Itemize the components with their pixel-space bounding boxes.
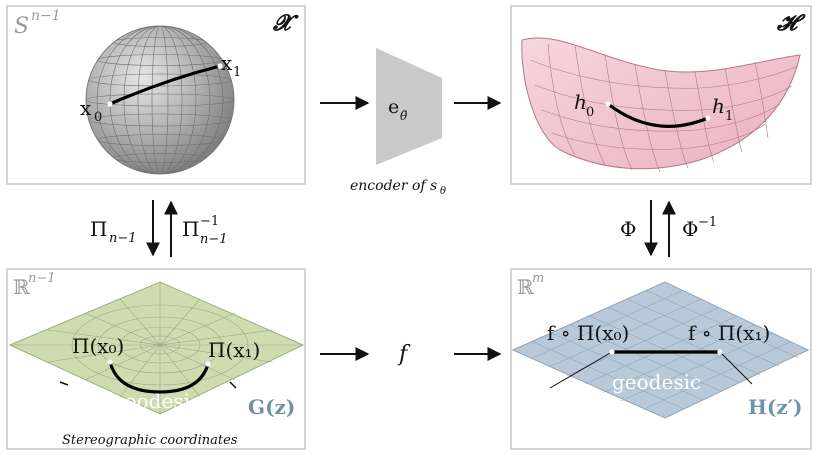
label-pi-down: Π [90,217,107,241]
label-x1-sub: 1 [233,65,241,80]
label-phi-up: Φ [682,217,698,241]
manifold-geodesic [607,102,709,128]
panel-manifold: 𝓗 h 0 h 1 [510,5,812,185]
encoder-symbol: e [388,96,399,118]
point-x1 [217,63,223,69]
label-geodesic-left: geodesic [112,389,201,413]
label-f-pi-x1: f ∘ Π(x₁) [688,321,770,345]
space-label-sphere-base: S [14,14,29,39]
label-x1: x [221,51,233,75]
point-f-pi-x0 [609,349,615,355]
space-label-rm-base: ℝ [517,275,534,299]
space-label-rn1-base: ℝ [13,275,30,299]
label-x0-sub: 0 [94,110,102,125]
space-label-rm-sup: m [532,271,544,286]
label-x0: x [80,96,92,120]
point-x0 [107,101,113,107]
space-label-rn1-sup: n−1 [28,271,56,286]
right-phi-arrows: Φ Φ −1 [620,200,717,257]
sphere-geodesic [109,64,221,106]
label-phi-up-sup: −1 [698,215,717,230]
point-f-pi-x1 [717,349,723,355]
green-plane-grid [10,282,303,414]
label-pi-up-sup: −1 [200,214,219,229]
label-pi-up: Π [182,217,199,241]
panel-stereographic: ℝ n−1 Π(x₀) [6,268,306,450]
space-label-sphere-sup: n−1 [31,8,61,24]
label-pi-down-sub: n−1 [109,231,137,246]
encoder-symbol-sub: θ̃ [400,109,408,123]
label-hz: H(z′) [748,395,802,419]
encoder-block: e θ̃ encoder of s θ [320,48,502,197]
label-h1: h [712,94,725,118]
encoder-trapezoid [376,48,442,165]
panel-sphere: S n−1 𝓧 x 0 x 1 [6,5,306,185]
label-gz: G(z) [248,395,295,419]
label-f: f [397,342,411,367]
point-pi-x1 [205,361,211,367]
caption-stereo: Stereographic coordinates [62,433,238,448]
label-geodesic-right: geodesic [612,370,701,394]
label-pi-up-sub: n−1 [200,232,228,247]
label-h0: h [574,90,587,114]
point-pi-x0 [107,359,113,365]
sphere-shape [85,25,235,175]
point-h0 [605,101,611,107]
manifold-surface [521,37,801,170]
label-pi-x0: Π(x₀) [72,334,124,358]
green-plane-ticks [59,381,237,389]
manifold-grid [529,43,799,173]
label-phi-down: Φ [620,217,636,241]
label-f-pi-x0: f ∘ Π(x₀) [547,321,629,345]
stereo-geodesic [108,361,210,394]
encoder-caption: encoder of s [350,178,437,194]
blue-plane-grid [530,290,799,410]
label-pi-x1: Π(x₁) [208,338,260,362]
left-projection-arrows: Π n−1 Π −1 n−1 [90,200,228,257]
encoder-caption-sub: θ [440,186,446,197]
panel-latent-plane: ℝ m f ∘ Π(x₀) f ∘ Π(x₁) geodesic H(z′) [510,268,812,450]
label-h0-sub: 0 [586,105,594,120]
point-h1 [705,115,711,121]
function-f: f [320,342,502,367]
label-h1-sub: 1 [725,109,733,124]
